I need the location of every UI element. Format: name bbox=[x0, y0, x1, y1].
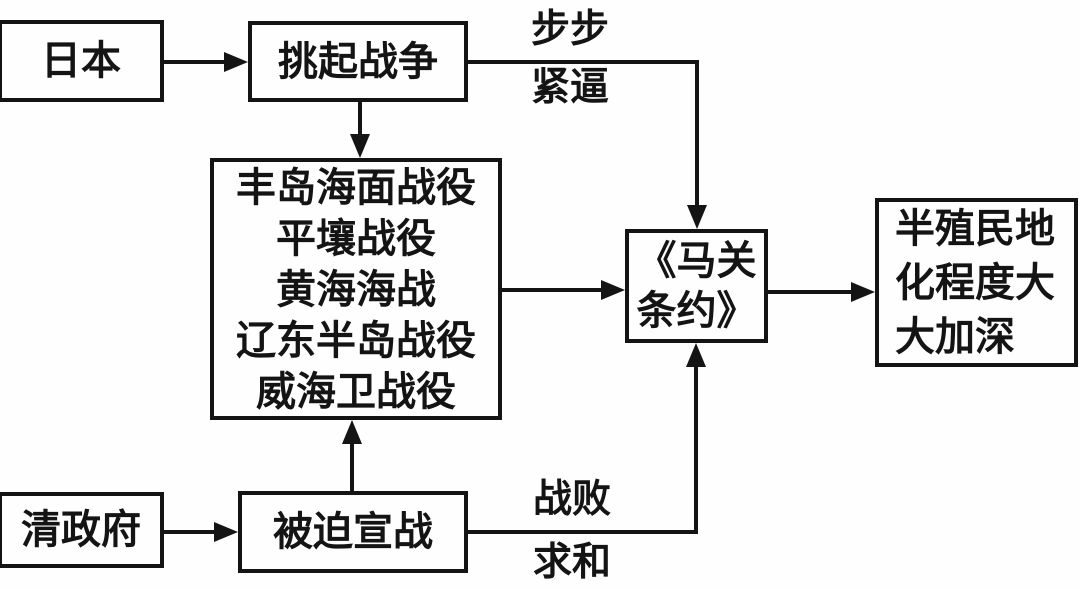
node-treaty: 《马关 条约》 bbox=[625, 229, 768, 343]
result-line-2: 化程度大 bbox=[895, 259, 1055, 305]
node-qing-government: 清政府 bbox=[0, 492, 164, 568]
node-battles-list: 丰岛海面战役 平壤战役 黄海海战 辽东半岛战役 威海卫战役 bbox=[210, 158, 502, 420]
edge-label-pressing-1: 步步 bbox=[530, 8, 609, 51]
result-line-3: 大加深 bbox=[895, 313, 1015, 359]
node-forced-declare-war: 被迫宣战 bbox=[238, 491, 468, 573]
arrow-japan-to-provoke bbox=[164, 52, 248, 72]
battle-line-3: 黄海海战 bbox=[276, 266, 436, 312]
treaty-line-2: 条约》 bbox=[636, 288, 757, 333]
arrow-declare-to-treaty bbox=[468, 343, 706, 534]
arrow-declare-to-battles bbox=[342, 420, 362, 491]
arrow-treaty-to-result bbox=[768, 282, 875, 302]
battle-line-2: 平壤战役 bbox=[276, 215, 436, 261]
result-line-1: 半殖民地 bbox=[895, 205, 1055, 251]
battle-line-4: 辽东半岛战役 bbox=[236, 317, 476, 363]
node-japan-label: 日本 bbox=[41, 38, 121, 83]
node-qing-government-label: 清政府 bbox=[21, 507, 141, 552]
edge-label-pressing-2: 紧逼 bbox=[530, 66, 609, 109]
edge-label-defeat-1: 战败 bbox=[532, 478, 611, 521]
arrow-qing-to-declare bbox=[164, 522, 238, 542]
battle-line-5: 威海卫战役 bbox=[256, 368, 456, 414]
arrow-provoke-to-battles bbox=[350, 102, 370, 158]
node-japan: 日本 bbox=[0, 20, 164, 102]
node-provoke-war-label: 挑起战争 bbox=[278, 38, 438, 84]
edge-label-defeat-2: 求和 bbox=[532, 541, 611, 584]
arrow-battles-to-treaty bbox=[502, 280, 625, 300]
node-forced-declare-war-label: 被迫宣战 bbox=[273, 509, 433, 554]
treaty-line-1: 《马关 bbox=[636, 238, 757, 283]
node-result: 半殖民地 化程度大 大加深 bbox=[875, 198, 1078, 367]
arrow-provoke-to-treaty bbox=[468, 60, 707, 229]
battle-line-1: 丰岛海面战役 bbox=[236, 164, 476, 210]
node-provoke-war: 挑起战争 bbox=[248, 21, 468, 102]
